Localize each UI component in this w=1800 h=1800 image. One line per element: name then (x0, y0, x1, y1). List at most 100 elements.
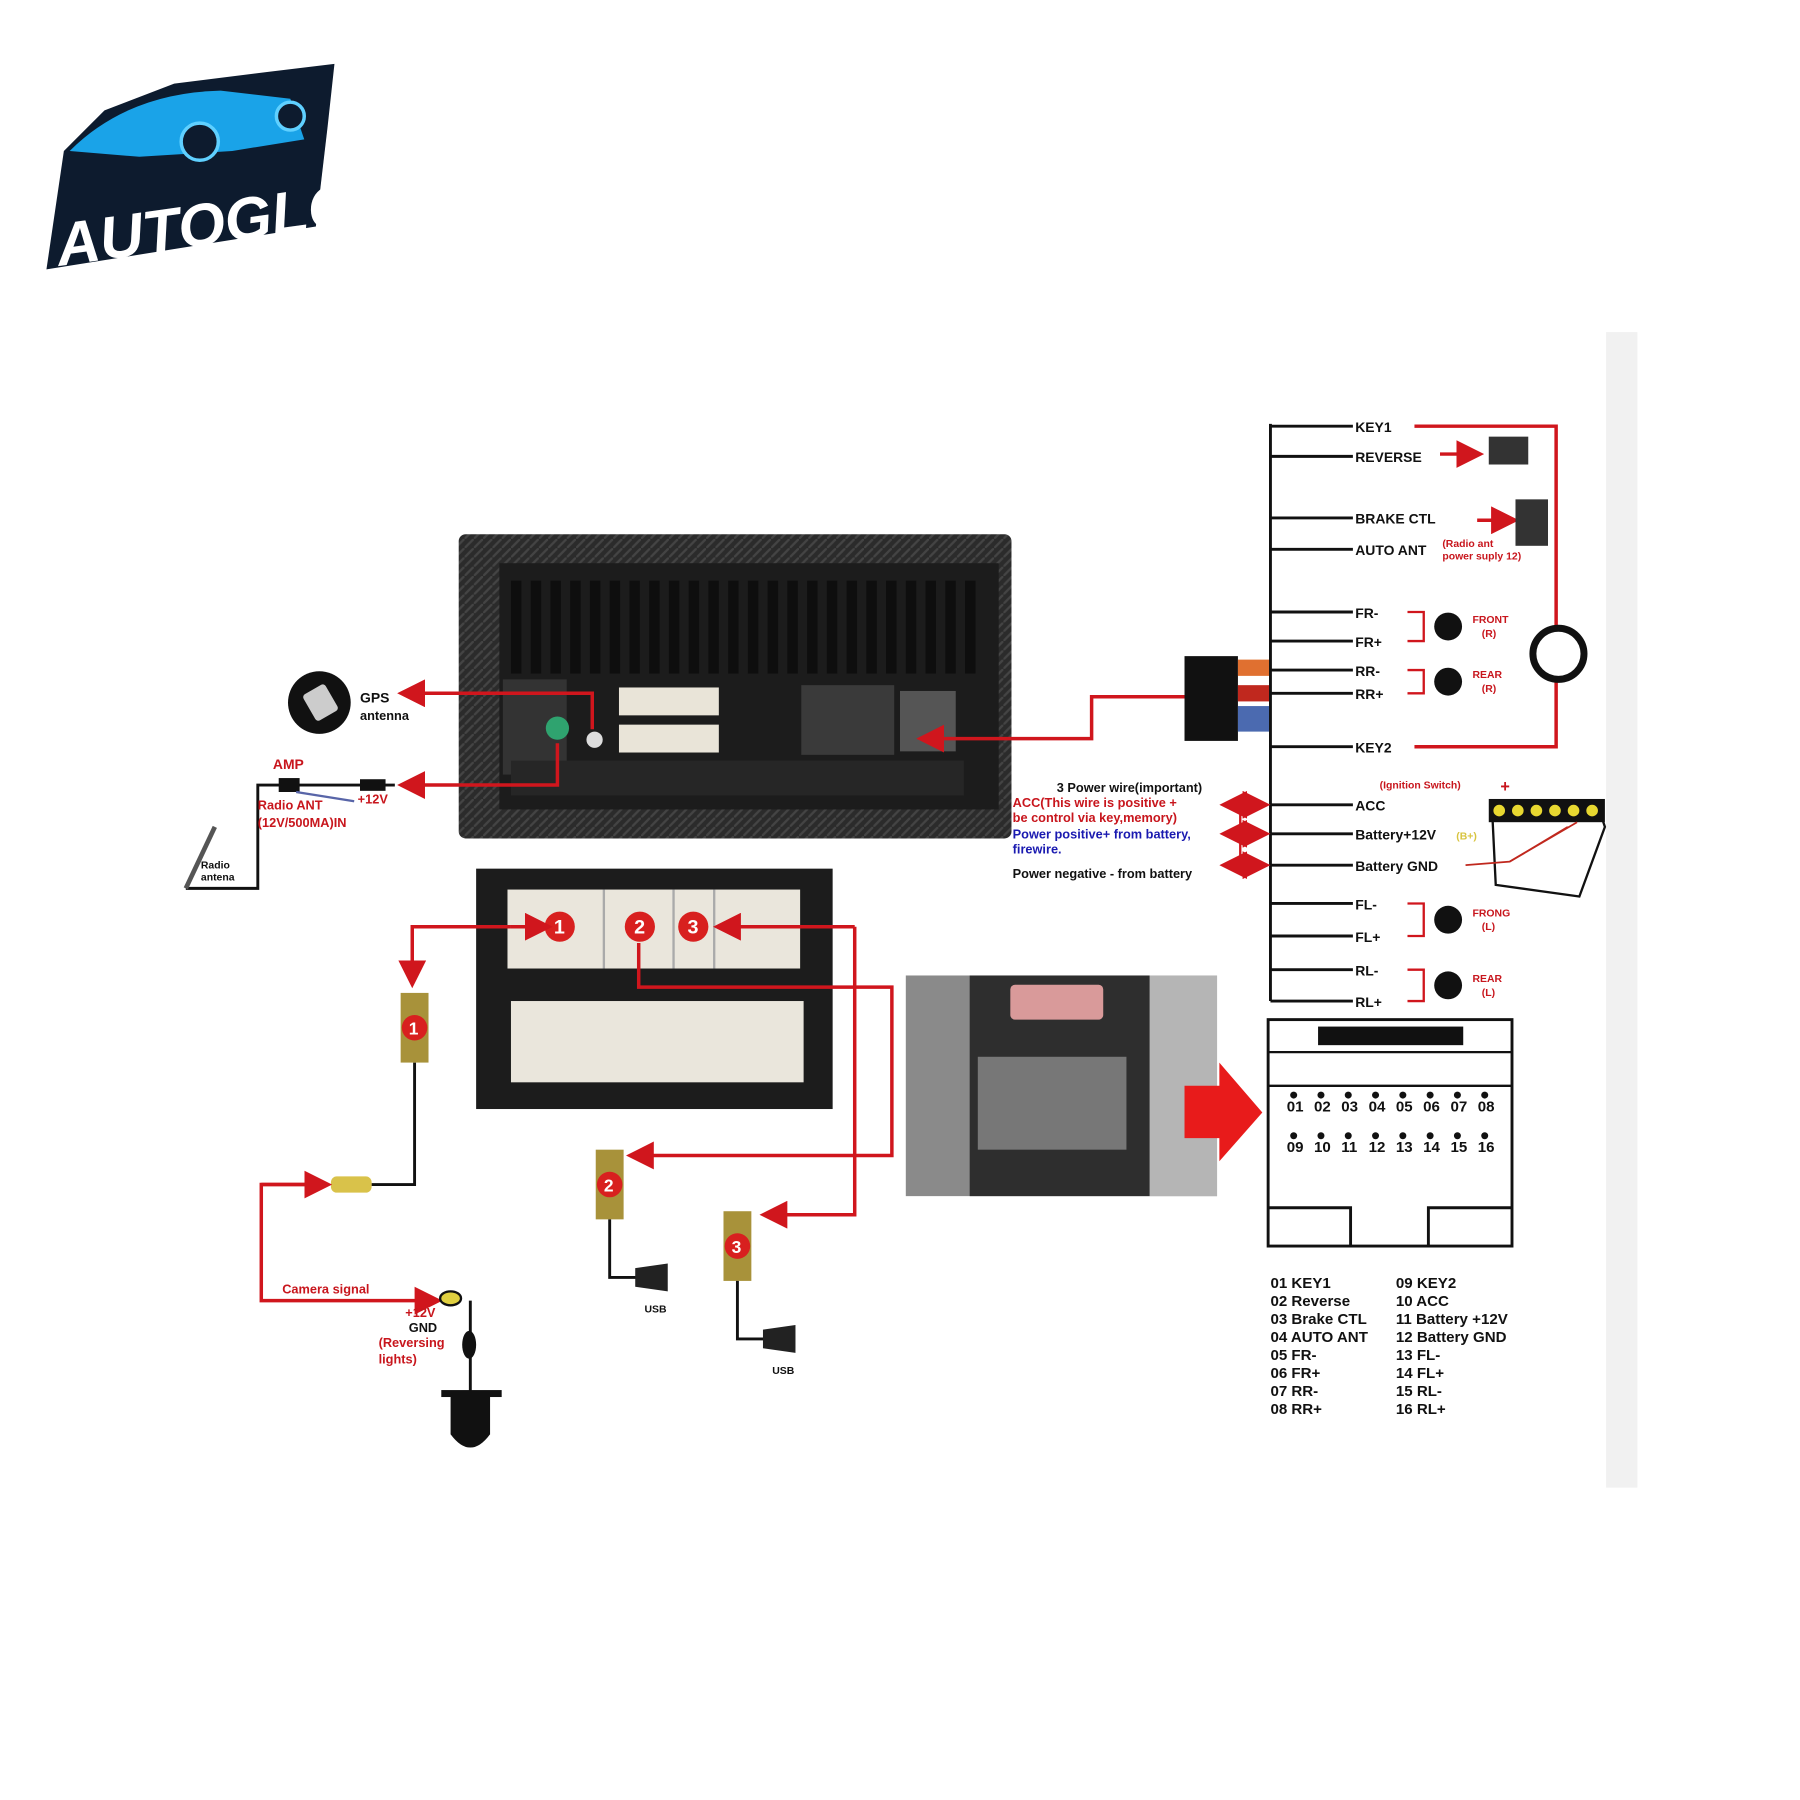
pin-number: 12 (1369, 1139, 1386, 1156)
port-number-badge (678, 911, 709, 942)
harness-pin-label: REVERSE (1355, 449, 1422, 465)
svg-text:+12V: +12V (358, 792, 389, 807)
svg-text:+12V: +12V (405, 1305, 436, 1320)
svg-text:+: + (1500, 778, 1510, 796)
harness-pin-label: Battery+12V (1355, 827, 1437, 843)
camera-input-module: 1 (400, 992, 429, 1063)
pin-list-item: 16 RL+ (1396, 1401, 1446, 1418)
svg-text:(12V/500MA)IN: (12V/500MA)IN (258, 815, 347, 830)
svg-text:3: 3 (687, 917, 698, 939)
harness-pin-label: RR- (1355, 663, 1380, 679)
svg-text:be control via key,memory): be control via key,memory) (1013, 810, 1177, 825)
pin-number: 10 (1314, 1139, 1331, 1156)
pin-list-item: 03 Brake CTL (1270, 1311, 1366, 1328)
svg-text:power suply 12): power suply 12) (1442, 552, 1521, 563)
pin-number: 03 (1341, 1098, 1358, 1115)
pin-list-item: 02 Reverse (1270, 1293, 1350, 1310)
usb-icon (635, 1263, 668, 1292)
harness-pin-label: FL+ (1355, 929, 1380, 945)
arrow-right-icon (1184, 1062, 1263, 1162)
gps-antenna: GPS antenna (288, 671, 410, 734)
pin-list-item: 12 Battery GND (1396, 1329, 1507, 1346)
svg-text:REAR: REAR (1473, 670, 1503, 681)
svg-text:1: 1 (409, 1019, 419, 1039)
usb-icon (762, 1325, 796, 1353)
harness-pin-label: FR- (1355, 605, 1379, 621)
fuse-connector-photo (905, 975, 1218, 1197)
pin-list-item: 07 RR- (1270, 1383, 1318, 1400)
pin-number: 08 (1478, 1098, 1495, 1115)
pin-list-item: 10 ACC (1396, 1293, 1449, 1310)
svg-text:2: 2 (634, 917, 645, 939)
pin-number: 09 (1287, 1139, 1304, 1156)
harness-pin-label: RL- (1355, 962, 1379, 978)
svg-text:GND: GND (409, 1320, 437, 1335)
speaker-icon: REAR (R) (1407, 667, 1503, 696)
svg-text:USB: USB (645, 1304, 667, 1315)
svg-text:(Radio ant: (Radio ant (1442, 539, 1494, 550)
speaker-icon: FRONT(R) (1407, 610, 1509, 643)
head-unit-rear (458, 534, 1012, 839)
radio-antenna-port (545, 716, 570, 740)
steering-wheel-icon (1529, 624, 1588, 683)
fuse-icon (1010, 984, 1104, 1020)
rca-plug (330, 1176, 372, 1193)
pin-number: 05 (1396, 1098, 1413, 1115)
pin-list-item: 06 FR+ (1270, 1365, 1320, 1382)
svg-text:firewire.: firewire. (1013, 842, 1062, 857)
harness-pin-label: KEY1 (1355, 419, 1392, 435)
harness-pin-label: BRAKE CTL (1355, 511, 1436, 527)
pin-number: 01 (1287, 1098, 1304, 1115)
power-wire-notes: 3 Power wire(important) ACC(This wire is… (1013, 780, 1271, 881)
battery-icon: (Ignition Switch) + (1380, 778, 1607, 898)
harness-pin-label: RR+ (1355, 686, 1383, 702)
svg-text:(B+): (B+) (1456, 832, 1477, 843)
pin-number: 07 (1450, 1098, 1467, 1115)
harness-pin-label: KEY2 (1355, 740, 1392, 756)
pin-list-item: 14 FL+ (1396, 1365, 1444, 1382)
svg-text:lights): lights) (379, 1351, 417, 1366)
radio-antenna-cable: AMP +12V Radio ANT (12V/500MA)IN Radio a… (183, 756, 395, 890)
autoglo-logo: AUTOGLO AUSTRALIA (46, 63, 359, 279)
pin-list-item: 01 KEY1 (1270, 1275, 1330, 1292)
main-harness-port (900, 690, 956, 752)
pin-list-item: 08 RR+ (1270, 1401, 1322, 1418)
svg-text:antenna: antenna (360, 708, 410, 723)
svg-text:Radio: Radio (201, 861, 230, 872)
harness-pin-label: Battery GND (1355, 858, 1438, 874)
radio-antenna-icon (183, 825, 217, 890)
harness-pin-label: FL- (1355, 896, 1377, 912)
svg-text:FRONG: FRONG (1473, 908, 1511, 919)
svg-text:AMP: AMP (273, 756, 304, 772)
iso-harness-plug (1184, 656, 1271, 741)
svg-text:(R): (R) (1482, 684, 1497, 695)
scan-edge (1606, 332, 1638, 1488)
car-wheel-icon (179, 121, 221, 162)
port-number-badge (624, 911, 655, 942)
svg-text:3 Power wire(important): 3 Power wire(important) (1057, 780, 1202, 795)
svg-text:USB: USB (772, 1366, 794, 1377)
pin-list-item: 11 Battery +12V (1396, 1311, 1508, 1328)
pin-number: 11 (1341, 1139, 1357, 1156)
svg-text:(R): (R) (1482, 629, 1497, 640)
pin-list-item: 09 KEY2 (1396, 1275, 1456, 1292)
svg-text:(Ignition Switch): (Ignition Switch) (1380, 781, 1461, 792)
svg-text:(Reversing: (Reversing (379, 1335, 445, 1350)
handbrake-icon (1515, 499, 1548, 546)
pin-number: 13 (1396, 1139, 1413, 1156)
harness-pin-label: FR+ (1355, 634, 1382, 650)
pin-list-item: 15 RL- (1396, 1383, 1442, 1400)
speaker-icon: FRONG(L) (1407, 902, 1511, 938)
svg-text:Power negative - from battery: Power negative - from battery (1013, 866, 1193, 881)
pin-number: 04 (1369, 1098, 1386, 1115)
svg-text:GPS: GPS (360, 690, 389, 706)
pin-list: 01 KEY1 09 KEY2 02 Reverse 10 ACC 03 Brake C… (1270, 1275, 1507, 1418)
svg-text:Radio ANT: Radio ANT (258, 797, 323, 812)
pin-list-item: 13 FL- (1396, 1347, 1440, 1364)
harness-pin-label: ACC (1355, 798, 1385, 814)
pin-list-item: 05 FR- (1270, 1347, 1316, 1364)
svg-text:Power positive+ from battery,: Power positive+ from battery, (1013, 826, 1191, 841)
